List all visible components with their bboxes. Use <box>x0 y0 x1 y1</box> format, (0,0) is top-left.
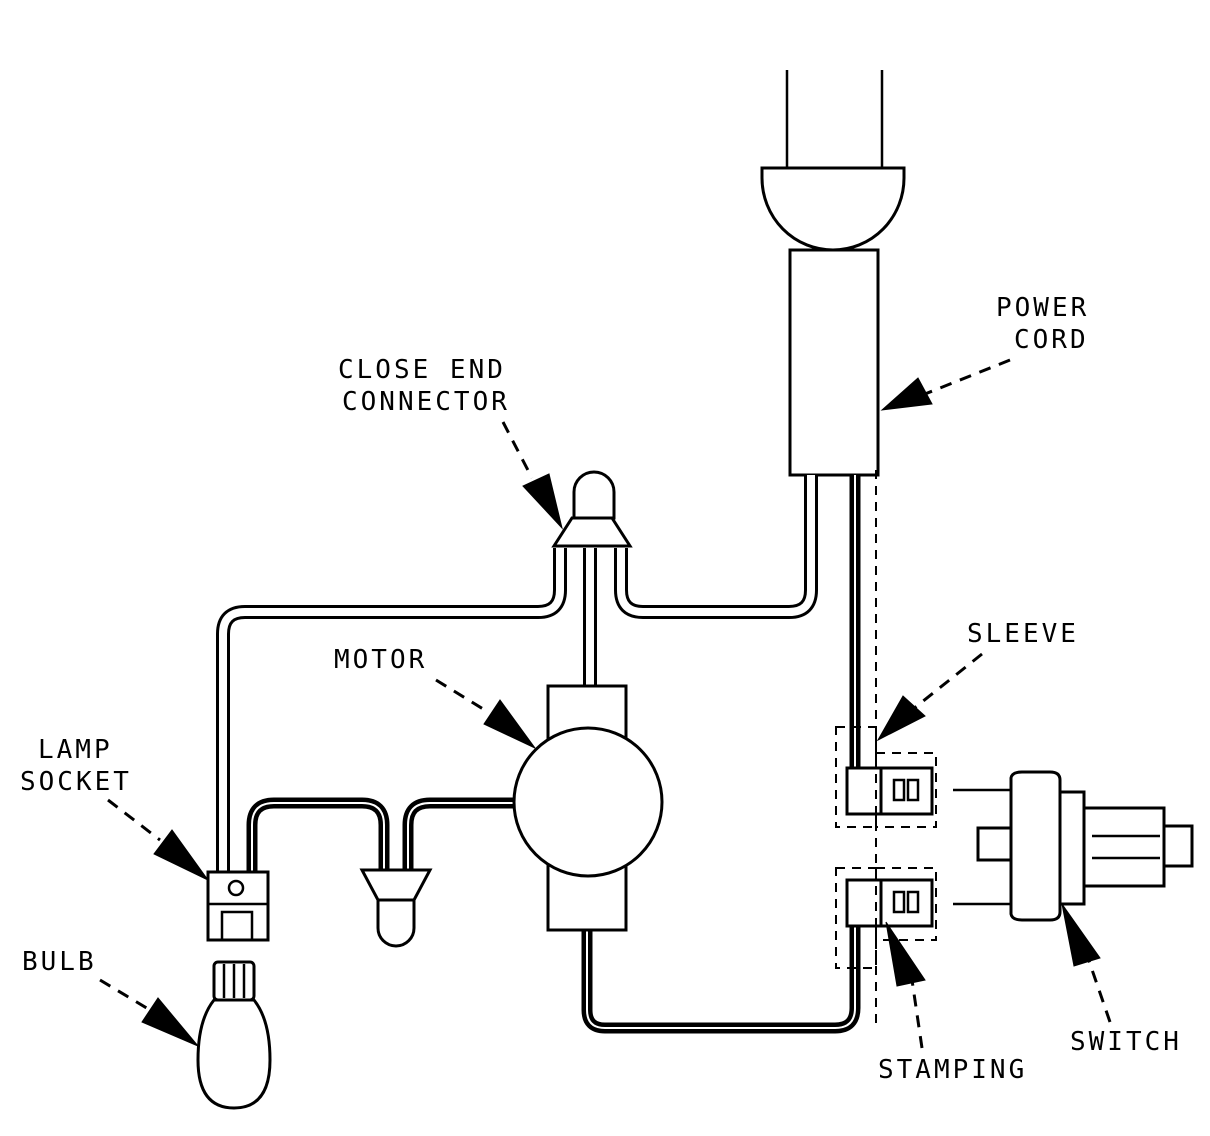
lamp-socket <box>206 870 270 942</box>
motor <box>512 684 664 932</box>
lamp-socket-arrow <box>153 829 209 881</box>
motor-label: MOTOR <box>334 645 427 675</box>
power-cord <box>760 70 906 477</box>
white-wires <box>216 475 818 874</box>
connector-arrow <box>522 473 563 530</box>
labels: POWER CORD CLOSE END CONNECTOR SLEEVE MO… <box>20 293 1182 1085</box>
sleeve-label: SLEEVE <box>967 619 1079 649</box>
bulb-arrow <box>141 997 199 1047</box>
stamping-arrow <box>885 921 926 987</box>
small-connector <box>359 868 433 948</box>
lamp-socket-label-line2: SOCKET <box>20 767 132 797</box>
power-cord-arrow <box>880 377 933 411</box>
bulb-label: BULB <box>22 947 97 977</box>
switch <box>953 770 1194 922</box>
power-cord-label-line1: POWER <box>996 293 1089 323</box>
switch-label: SWITCH <box>1070 1027 1182 1057</box>
sleeve-arrow <box>876 695 926 742</box>
lamp-socket-label-line1: LAMP <box>38 735 113 765</box>
connector-label-line1: CLOSE END <box>338 355 506 385</box>
black-wires <box>246 475 861 1034</box>
leader-arrows <box>99 358 1112 1049</box>
connector-label-line2: CONNECTOR <box>342 387 510 417</box>
close-end-connector <box>551 470 633 548</box>
motor-arrow <box>483 699 536 749</box>
switch-arrow <box>1061 903 1101 967</box>
bulb <box>196 960 272 1110</box>
stamping-label: STAMPING <box>878 1055 1027 1085</box>
power-cord-label-line2: CORD <box>1014 325 1089 355</box>
